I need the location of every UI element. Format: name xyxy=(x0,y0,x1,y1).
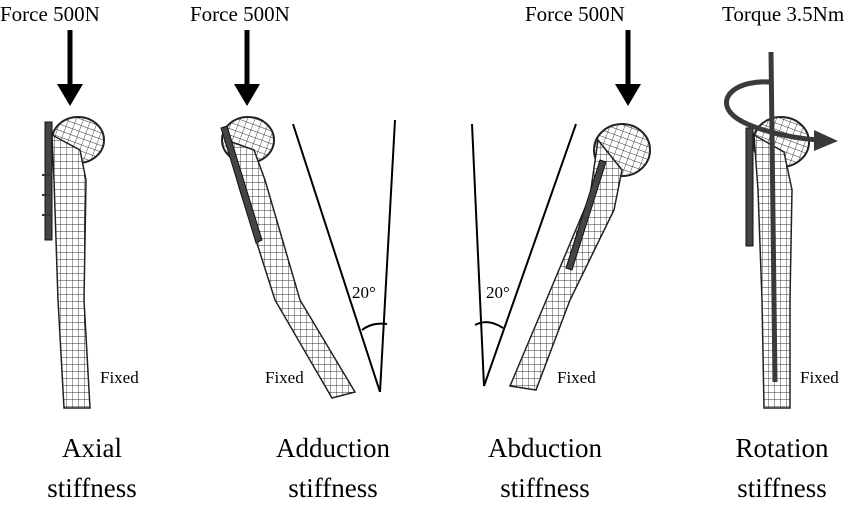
bone-mesh-illustration xyxy=(42,116,105,409)
abduction-load-label: Force 500N xyxy=(525,2,625,26)
abduction-fixed-label: Fixed xyxy=(557,368,596,387)
rotation-caption-line2: stiffness xyxy=(737,473,827,503)
axial-load-label: Force 500N xyxy=(0,2,100,26)
axial-caption-line2: stiffness xyxy=(47,473,137,503)
axial-caption-line1: Axial xyxy=(62,433,122,463)
bone-mesh-illustration xyxy=(508,123,651,391)
rotation-caption: Rotation stiffness xyxy=(712,428,852,508)
down-arrow-icon xyxy=(615,30,641,106)
axial-panel-graphics xyxy=(42,30,105,409)
adduction-caption-line1: Adduction xyxy=(276,433,390,463)
abduction-caption-line2: stiffness xyxy=(500,473,590,503)
axial-caption: Axial stiffness xyxy=(27,428,157,508)
down-arrow-icon xyxy=(234,30,260,106)
rotation-caption-line1: Rotation xyxy=(735,433,829,463)
rotation-load-label: Torque 3.5Nm xyxy=(722,2,845,26)
rotation-panel-graphics xyxy=(724,51,838,409)
abduction-angle-label: 20° xyxy=(486,283,510,302)
adduction-load-label: Force 500N xyxy=(190,2,290,26)
angle-lines xyxy=(292,119,396,393)
adduction-panel-graphics xyxy=(220,30,396,399)
rotation-fixed-label: Fixed xyxy=(800,368,839,387)
abduction-panel-graphics xyxy=(471,30,651,391)
adduction-fixed-label: Fixed xyxy=(265,368,304,387)
abduction-caption-line1: Abduction xyxy=(488,433,602,463)
bone-mesh-illustration xyxy=(220,116,357,399)
adduction-angle-label: 20° xyxy=(352,283,376,302)
angle-lines xyxy=(471,123,577,387)
axial-fixed-label: Fixed xyxy=(100,368,139,387)
abduction-caption: Abduction stiffness xyxy=(470,428,620,508)
rotation-arrow-icon xyxy=(724,51,838,383)
bone-mesh-illustration xyxy=(745,116,810,409)
adduction-caption-line2: stiffness xyxy=(288,473,378,503)
down-arrow-icon xyxy=(57,30,83,106)
adduction-caption: Adduction stiffness xyxy=(258,428,408,508)
